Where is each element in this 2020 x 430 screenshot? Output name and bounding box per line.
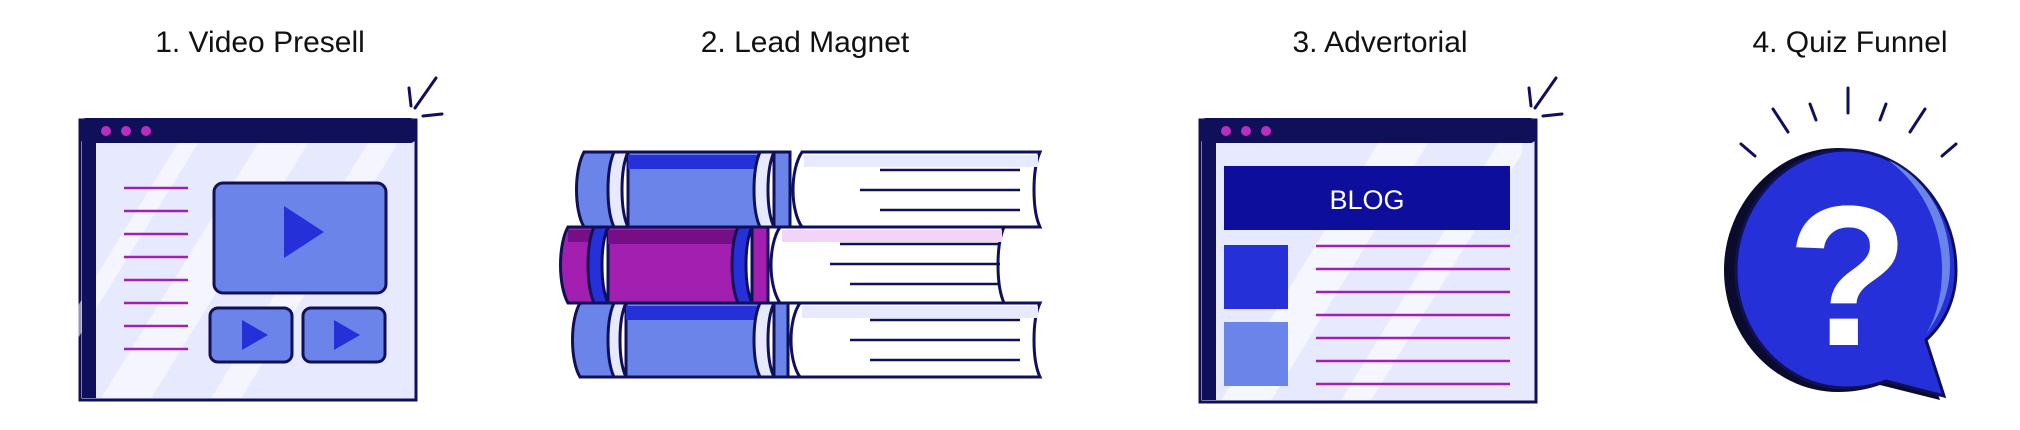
book-bottom	[571, 301, 1043, 379]
panel-advertorial: 3. Advertorial BLOG	[1180, 0, 1580, 430]
panel-video-presell: 1. Video Presell	[60, 0, 460, 430]
blog-page-icon: BLOG	[1198, 76, 1564, 404]
panel-lead-magnet: 2. Lead Magnet	[559, 0, 1050, 430]
book-top	[575, 150, 1043, 229]
panel-title: 1. Video Presell	[155, 26, 365, 59]
video-presell-icon	[70, 76, 444, 402]
question-mark-glyph: ?	[1787, 165, 1909, 388]
panel-title: 3. Advertorial	[1292, 26, 1468, 59]
panel-title: 2. Lead Magnet	[700, 26, 910, 59]
book-stack-icon	[559, 150, 1043, 379]
book-middle	[559, 225, 1007, 305]
question-bubble-icon: ?	[1724, 86, 1958, 400]
blog-banner-text: BLOG	[1329, 185, 1404, 215]
panel-quiz-funnel: 4. Quiz Funnel ?	[1700, 0, 2000, 430]
panel-title: 4. Quiz Funnel	[1752, 26, 1948, 59]
